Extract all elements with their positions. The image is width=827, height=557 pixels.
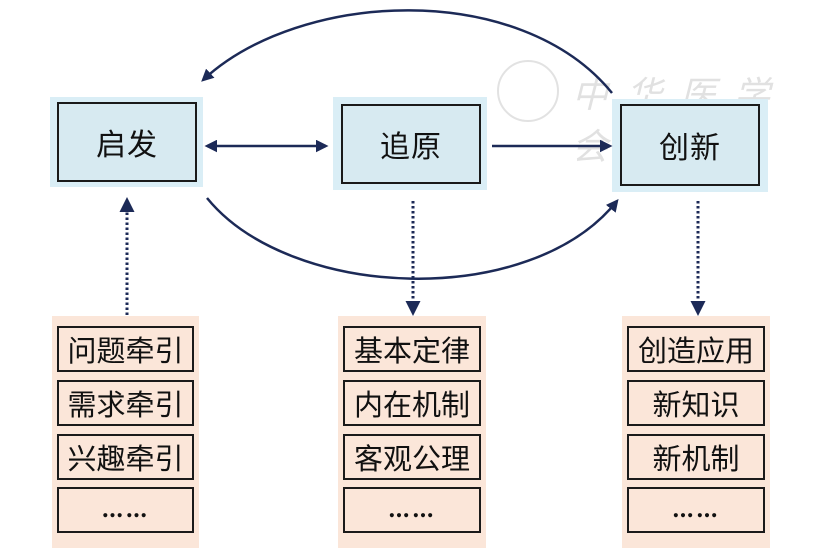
list-item: 内在机制 xyxy=(343,380,481,426)
list-item: 客观公理 xyxy=(343,434,481,480)
stage-box-chuangxin: 创新 xyxy=(620,104,760,186)
list-item: 创造应用 xyxy=(627,326,765,372)
arc-chuangxin-to-qifa xyxy=(201,9,613,94)
list-item: 新机制 xyxy=(627,434,765,480)
list-item: 需求牵引 xyxy=(57,380,194,426)
list-panel-chuangxin: 创造应用 新知识 新机制 …… xyxy=(622,316,770,548)
list-item-ellipsis: …… xyxy=(627,487,765,533)
stage-box-zhuiyuan: 追原 xyxy=(341,104,481,184)
stage-box-qifa: 启发 xyxy=(57,102,197,182)
list-panel-qifa: 问题牵引 需求牵引 兴趣牵引 …… xyxy=(52,316,199,548)
list-item: 新知识 xyxy=(627,380,765,426)
stage-label: 创新 xyxy=(659,131,721,166)
list-item: 兴趣牵引 xyxy=(57,434,194,480)
list-item-ellipsis: …… xyxy=(343,487,481,533)
arc-qifa-to-chuangxin xyxy=(206,197,619,280)
stage-label: 启发 xyxy=(96,128,158,163)
list-panel-zhuiyuan: 基本定律 内在机制 客观公理 …… xyxy=(338,316,486,548)
list-item-ellipsis: …… xyxy=(57,487,194,533)
stage-label: 追原 xyxy=(380,130,442,165)
list-item: 基本定律 xyxy=(343,326,481,372)
society-seal-icon xyxy=(497,60,559,122)
list-item: 问题牵引 xyxy=(57,326,194,372)
